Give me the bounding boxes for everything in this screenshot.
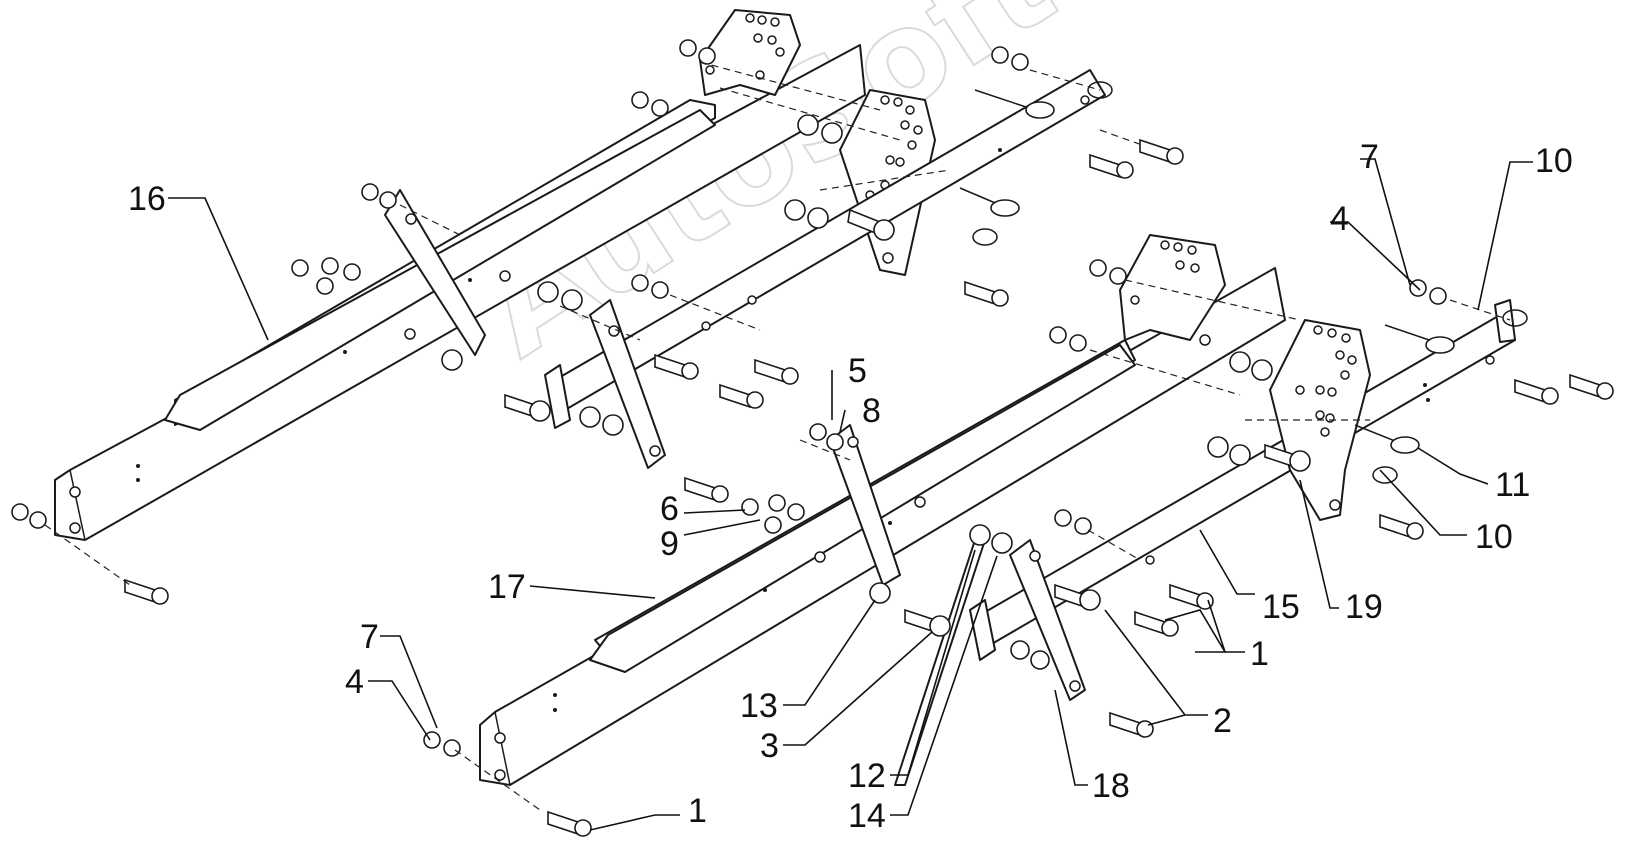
callout-18: 18	[1092, 767, 1130, 805]
bolt-upper-3	[964, 280, 1009, 307]
spacer-pair-lower-2	[1207, 436, 1251, 466]
bolt-1-b	[1169, 583, 1214, 610]
lower-bracket-plate-18	[1009, 539, 1086, 701]
spacer-pair-upper-1	[797, 114, 843, 144]
nut-washer-set-lower-3	[1054, 509, 1092, 535]
callout-10: 10	[1535, 142, 1573, 180]
crossbar-bracket-plate	[589, 299, 666, 469]
bolt-2-a	[1054, 583, 1101, 611]
nut-washer-set-upper-4	[291, 257, 361, 295]
hardware	[11, 39, 1614, 837]
bolt-1-lower	[547, 810, 592, 837]
pin-lower-2	[1354, 424, 1420, 484]
nut-washer-set-upper-3	[361, 183, 397, 209]
bolt-upper-2	[1089, 153, 1134, 179]
spacer-13	[869, 582, 891, 604]
bolt-mid-5	[684, 476, 729, 503]
nut-washer-set-lower-left	[11, 503, 47, 529]
callout-8: 8	[862, 392, 881, 430]
lower-bracket-plate-left	[829, 424, 901, 586]
spacer-pair-upper-3	[537, 281, 583, 311]
callout-labels: 16 17 7 4 10 5 8 6 9 11 10 15 19 1 2 13 …	[128, 138, 1573, 835]
upper-mount-plate-1	[699, 9, 801, 96]
bolt-2-b	[1109, 711, 1154, 738]
nut-washer-set-upper-2	[631, 91, 669, 117]
spacer-pair-lower-1	[1229, 351, 1273, 381]
lower-mount-plate-1	[1119, 234, 1226, 341]
nut-washer-set-5-8	[809, 423, 844, 451]
callout-6: 6	[660, 490, 679, 528]
nut-washer-set-6-9	[741, 494, 805, 534]
bolt-lower-right-2	[1514, 378, 1559, 405]
nut-washer-set-7-4-lower	[423, 731, 461, 757]
callout-13: 13	[740, 687, 778, 725]
nut-washer-set-7-4-upper	[1409, 279, 1447, 305]
nut-washer-set-mid	[631, 274, 669, 299]
bolt-mid-4	[504, 393, 551, 422]
nut-washer-set-upper-5	[991, 46, 1029, 71]
callout-12: 12	[848, 757, 886, 795]
callout-4: 4	[1330, 200, 1349, 238]
callout-17: 17	[488, 568, 526, 606]
callout-7: 7	[1360, 138, 1379, 176]
callout-10-lower: 10	[1475, 518, 1513, 556]
callout-9: 9	[660, 525, 679, 563]
bolt-mid-2	[719, 383, 764, 409]
callout-2: 2	[1213, 702, 1232, 740]
callout-14: 14	[848, 797, 886, 835]
spacer-pair-upper-5	[579, 406, 624, 436]
bolt-lower-mid	[1264, 443, 1311, 472]
pin-upper-2	[959, 187, 1020, 246]
nut-washer-set-upper-1	[679, 39, 716, 65]
pin-upper-1	[974, 81, 1113, 119]
callout-3: 3	[760, 727, 779, 765]
bolt-3-upper	[847, 208, 895, 241]
callout-4-lower: 4	[345, 663, 364, 701]
spacer-pair-12-14	[969, 524, 1013, 554]
nut-washer-set-lower-1	[1089, 259, 1127, 285]
spacer-pair-upper-4	[441, 349, 463, 371]
upper-right-crossbar	[544, 69, 1106, 429]
bolt-upper-1	[1099, 129, 1184, 165]
bolt-lower-left	[124, 578, 169, 605]
callout-7-lower: 7	[360, 618, 379, 656]
strap-12-14	[894, 539, 986, 786]
pin-lower-1	[1384, 309, 1528, 354]
bolt-lower-right-3	[1569, 373, 1614, 400]
callout-16: 16	[128, 180, 166, 218]
callout-5: 5	[848, 352, 867, 390]
bolt-mid-3	[654, 353, 699, 380]
bolt-1-a	[1134, 610, 1179, 637]
bolt-lower-right-1	[1379, 513, 1424, 540]
nut-washer-set-lower-2	[1049, 326, 1087, 352]
callout-11: 11	[1495, 466, 1530, 504]
bolt-3-lower	[904, 608, 951, 637]
callout-19: 19	[1345, 588, 1383, 626]
spacer-pair-upper-2	[784, 199, 829, 229]
callout-1-right: 1	[1250, 635, 1269, 673]
callout-15: 15	[1262, 588, 1300, 626]
callout-1-lower: 1	[688, 792, 707, 830]
bolt-mid-1	[754, 358, 799, 385]
spacer-pair-lower-3	[1010, 640, 1050, 670]
leader-lines	[168, 158, 1533, 831]
